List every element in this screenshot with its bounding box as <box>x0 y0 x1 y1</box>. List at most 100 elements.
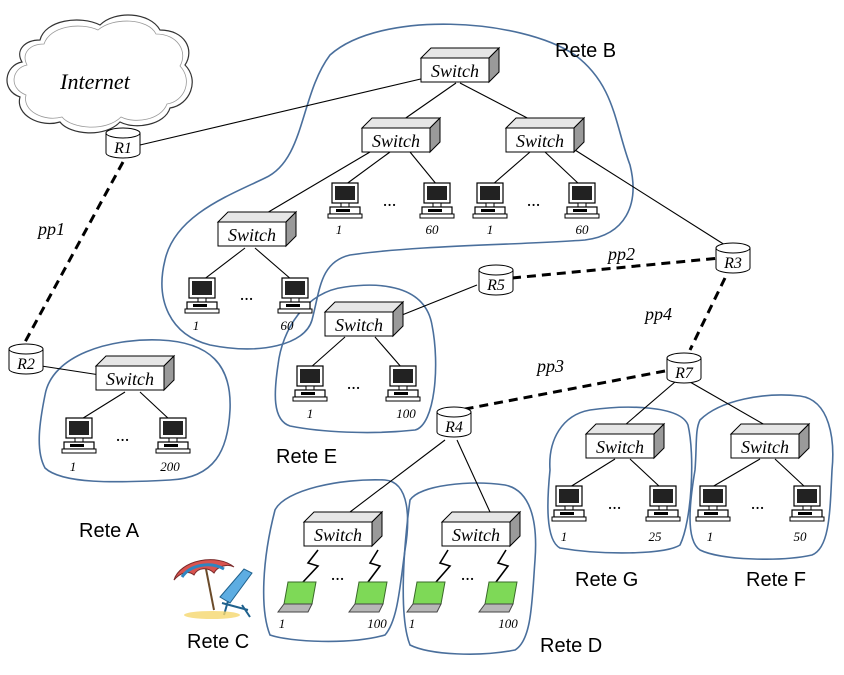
router-r7-label: R7 <box>674 365 694 382</box>
router-r1-label: R1 <box>113 140 132 157</box>
switch-b-left[interactable]: Switch <box>217 211 297 247</box>
ptp-links <box>23 161 727 412</box>
host-pc[interactable] <box>419 182 455 219</box>
router-r5-label: R5 <box>486 277 505 294</box>
link-label-pp1: pp1 <box>36 219 65 239</box>
host-label: 25 <box>649 529 663 544</box>
link-label-pp4: pp4 <box>643 304 672 324</box>
switch-b-core[interactable]: Switch <box>420 47 500 83</box>
switch-d[interactable]: Switch <box>441 511 521 547</box>
switch-label: Switch <box>516 131 564 151</box>
host-label: 60 <box>426 222 440 237</box>
host-label: 1 <box>409 616 416 631</box>
switch-label: Switch <box>741 437 789 457</box>
host-pc[interactable] <box>551 485 587 522</box>
network-label-b: Rete B <box>555 40 616 62</box>
svg-text:...: ... <box>331 564 345 584</box>
svg-text:...: ... <box>383 190 397 210</box>
host-label: 1 <box>487 222 494 237</box>
host-laptop[interactable] <box>478 581 518 613</box>
switch-label: Switch <box>431 61 479 81</box>
host-laptop[interactable] <box>277 581 317 613</box>
switch-a[interactable]: Switch <box>95 355 175 391</box>
host-label: 100 <box>367 616 387 631</box>
switch-label: Switch <box>314 525 362 545</box>
host-pc[interactable] <box>385 365 421 402</box>
host-label: 1 <box>279 616 286 631</box>
host-label: 1 <box>707 529 714 544</box>
svg-text:...: ... <box>240 284 254 304</box>
wireless-links <box>302 549 510 583</box>
rete-d-boundary <box>402 482 537 655</box>
router-r3-label: R3 <box>723 255 742 272</box>
host-pc[interactable] <box>61 417 97 454</box>
host-pc[interactable] <box>564 182 600 219</box>
host-label: 50 <box>794 529 808 544</box>
switch-g[interactable]: Switch <box>585 423 665 459</box>
switch-f[interactable]: Switch <box>730 423 810 459</box>
svg-text:...: ... <box>527 190 541 210</box>
switch-label: Switch <box>106 369 154 389</box>
internet-label: Internet <box>59 69 131 94</box>
host-index-labels: 1 60 1 60 1 60 1 100 1 200 1 25 1 50 1 1… <box>70 222 807 631</box>
host-pc[interactable] <box>327 182 363 219</box>
host-pc[interactable] <box>695 485 731 522</box>
host-pc[interactable] <box>184 277 220 314</box>
router-r2-label: R2 <box>16 356 35 373</box>
switch-b-right[interactable]: Switch <box>505 117 585 153</box>
svg-text:...: ... <box>347 373 361 393</box>
svg-text:...: ... <box>116 425 130 445</box>
host-label: 1 <box>307 406 314 421</box>
router-r2[interactable]: R2 <box>8 343 44 375</box>
host-label: 60 <box>281 318 295 333</box>
host-pc[interactable] <box>155 417 191 454</box>
router-r7[interactable]: R7 <box>666 352 702 384</box>
router-r4-label: R4 <box>444 419 463 436</box>
host-label: 1 <box>70 459 77 474</box>
host-label: 1 <box>561 529 568 544</box>
rete-f-boundary <box>689 394 834 560</box>
host-label: 200 <box>160 459 180 474</box>
host-pc[interactable] <box>292 365 328 402</box>
internet-cloud: Internet <box>6 14 193 134</box>
switch-c[interactable]: Switch <box>303 511 383 547</box>
host-pc[interactable] <box>789 485 825 522</box>
network-label-e: Rete E <box>276 446 337 468</box>
router-r4[interactable]: R4 <box>436 406 472 438</box>
host-label: 100 <box>396 406 416 421</box>
host-pc[interactable] <box>277 277 313 314</box>
host-laptop[interactable] <box>406 581 446 613</box>
switch-label: Switch <box>596 437 644 457</box>
svg-text:...: ... <box>461 564 475 584</box>
network-label-d: Rete D <box>540 635 602 657</box>
rete-a-boundary <box>38 339 231 483</box>
rete-g-boundary <box>547 406 693 554</box>
host-pc[interactable] <box>472 182 508 219</box>
rete-b-boundary <box>161 23 634 350</box>
host-ellipses: ... ... ... ... ... ... ... ... ... <box>116 190 765 584</box>
host-pc[interactable] <box>645 485 681 522</box>
link-label-pp2: pp2 <box>606 244 635 264</box>
network-label-c: Rete C <box>187 631 249 653</box>
switch-label: Switch <box>452 525 500 545</box>
network-label-g: Rete G <box>575 569 638 591</box>
host-label: 100 <box>498 616 518 631</box>
switch-e[interactable]: Switch <box>324 301 404 337</box>
host-label: 60 <box>576 222 590 237</box>
switch-label: Switch <box>228 225 276 245</box>
router-r1[interactable]: R1 <box>105 127 141 159</box>
svg-text:...: ... <box>751 493 765 513</box>
network-label-f: Rete F <box>746 569 806 591</box>
switch-b-mid[interactable]: Switch <box>361 117 441 153</box>
router-r3[interactable]: R3 <box>715 242 751 274</box>
router-r5[interactable]: R5 <box>478 264 514 296</box>
host-laptop[interactable] <box>348 581 388 613</box>
wires <box>34 77 806 513</box>
rete-e-boundary <box>274 284 437 434</box>
svg-text:...: ... <box>608 493 622 513</box>
switch-label: Switch <box>372 131 420 151</box>
network-label-a: Rete A <box>79 520 140 542</box>
host-label: 1 <box>336 222 343 237</box>
